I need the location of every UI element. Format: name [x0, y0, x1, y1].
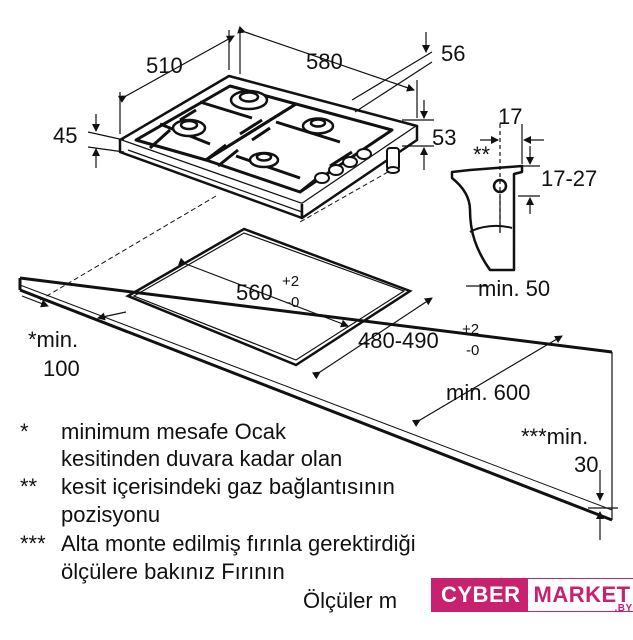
label-min100-b: 100	[43, 356, 80, 381]
logo-part2-text: MARKET	[533, 582, 631, 607]
section-detail	[450, 164, 524, 272]
olculer-text: Ölçüler m	[303, 588, 398, 613]
dim-17-27	[518, 146, 540, 214]
dim-510	[117, 30, 235, 134]
note-1-line1: minimum mesafe Ocak	[61, 419, 286, 444]
label-min100-a: *min.	[28, 327, 78, 352]
dim-17	[480, 124, 544, 234]
dim-min50	[466, 248, 515, 287]
note-1-line2: kesitinden duvara kadar olan	[61, 446, 343, 471]
label-510: 510	[146, 53, 183, 78]
gas-connector	[386, 147, 400, 174]
label-min50: min. 50	[478, 276, 550, 301]
note-2-line1: kesit içerisindeki gaz bağlantısının	[61, 474, 395, 499]
label-580: 580	[306, 49, 343, 74]
label-56: 56	[441, 41, 465, 66]
label-17-27: 17-27	[541, 166, 597, 191]
label-53: 53	[432, 125, 456, 150]
projection-lines	[39, 167, 396, 301]
label-480-sup: +2	[462, 321, 479, 338]
knobs	[314, 148, 372, 184]
logo-suffix: .BY	[614, 603, 633, 614]
note-3-line2: ölçülere bakınız Fırının	[61, 559, 285, 584]
note-3-mark: ***	[20, 531, 46, 556]
logo-part2: MARKET.BY	[526, 578, 633, 614]
label-stars2: **	[473, 142, 491, 167]
dim-53	[402, 100, 434, 170]
note-2-line2: pozisyonu	[61, 502, 161, 527]
label-45: 45	[53, 123, 77, 148]
label-560-sup: +2	[282, 273, 299, 290]
dim-45	[87, 114, 125, 168]
note-3-line1: Alta monte edilmiş fırınla gerektirdiği	[61, 531, 416, 556]
dim-min600	[411, 335, 563, 428]
cutout	[125, 227, 413, 367]
label-min30-b: 30	[574, 452, 598, 477]
dim-56	[351, 32, 433, 113]
dim-480-490	[311, 297, 433, 380]
label-17: 17	[498, 104, 522, 129]
note-2-mark: **	[20, 474, 38, 499]
label-min600: min. 600	[446, 380, 530, 405]
dim-min30	[588, 470, 618, 540]
burners	[171, 89, 335, 169]
dim-min100	[21, 295, 127, 321]
note-1-mark: *	[20, 419, 29, 444]
label-min30-a: ***min.	[521, 424, 588, 449]
label-560-sub: -0	[286, 294, 299, 311]
logo-part1: CYBER	[431, 578, 527, 612]
cybermarket-logo: CYBER MARKET.BY	[431, 578, 633, 614]
label-560: 560	[236, 280, 273, 305]
